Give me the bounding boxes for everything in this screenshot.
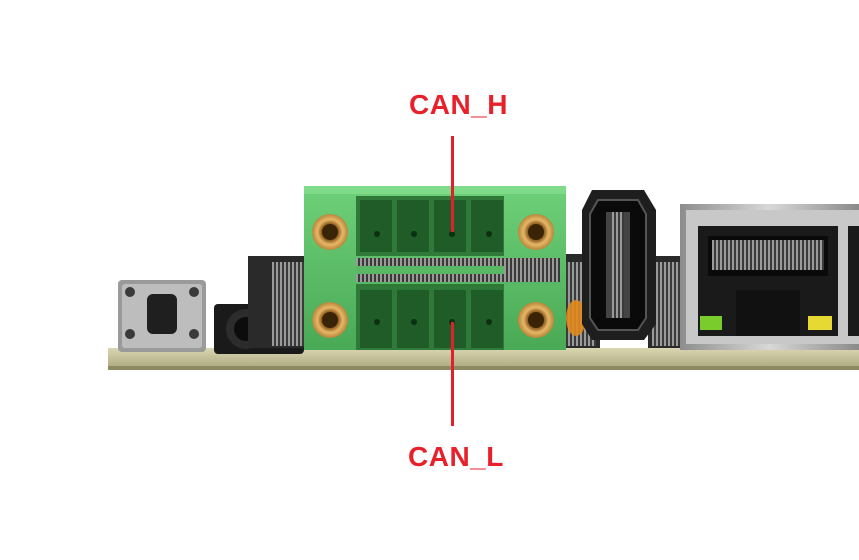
can-high-pointer-line [451,136,454,232]
hdmi-port [582,190,656,340]
can-high-label: CAN_H [409,89,508,120]
push-button [118,280,206,352]
ethernet-port [680,204,859,350]
can-low-pointer-line [451,322,454,426]
terminal-block [304,186,566,350]
can-low-label: CAN_L [408,441,504,472]
